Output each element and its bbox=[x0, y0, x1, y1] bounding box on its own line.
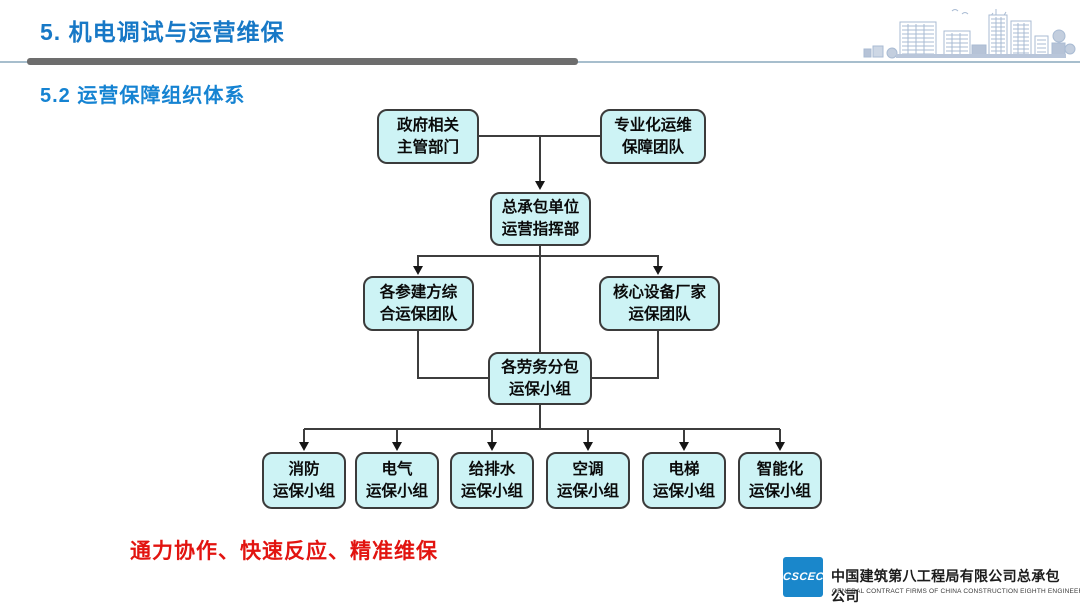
org-node-labor-subcontractors: 各劳务分包 运保小组 bbox=[488, 352, 592, 405]
org-node-team-plumbing: 给排水 运保小组 bbox=[450, 452, 534, 509]
org-node-label: 各劳务分包 bbox=[501, 358, 579, 376]
org-node-label: 主管部门 bbox=[396, 138, 459, 156]
connector-line bbox=[779, 429, 781, 443]
arrowhead-down bbox=[775, 442, 785, 451]
connector-line bbox=[587, 429, 589, 443]
connector-line bbox=[303, 429, 305, 443]
org-node-team-hvac: 空调 运保小组 bbox=[546, 452, 630, 509]
org-node-team-fire: 消防 运保小组 bbox=[262, 452, 346, 509]
org-node-label: 运保小组 bbox=[460, 482, 523, 500]
org-node-label: 运保小组 bbox=[365, 482, 428, 500]
connector-line bbox=[657, 330, 659, 379]
connector-line bbox=[417, 330, 419, 379]
org-node-label: 运保团队 bbox=[628, 305, 691, 323]
connector-line bbox=[417, 377, 488, 379]
arrowhead-down bbox=[653, 266, 663, 275]
org-node-label: 政府相关 bbox=[396, 116, 459, 134]
connector-line bbox=[396, 429, 398, 443]
org-node-label: 核心设备厂家 bbox=[612, 283, 706, 301]
header-divider-bar bbox=[27, 58, 578, 65]
connector-line bbox=[592, 377, 659, 379]
arrowhead-down bbox=[679, 442, 689, 451]
org-node-label: 专业化运维 bbox=[614, 116, 692, 134]
connector-line bbox=[417, 255, 659, 257]
org-node-government: 政府相关 主管部门 bbox=[377, 109, 479, 164]
org-node-label: 运保小组 bbox=[556, 482, 619, 500]
connector-line bbox=[539, 246, 541, 256]
cscec-logo-text: CSCEC bbox=[781, 571, 825, 583]
org-node-label: 智能化 bbox=[756, 460, 804, 478]
arrowhead-down bbox=[392, 442, 402, 451]
connector-line bbox=[539, 136, 541, 182]
connector-line bbox=[304, 428, 780, 430]
connector-line bbox=[491, 429, 493, 443]
cscec-logo: CSCEC bbox=[781, 557, 825, 597]
org-node-label: 给排水 bbox=[468, 460, 516, 478]
company-name-english: GENERAL CONTRACT FIRMS OF CHINA CONSTRUC… bbox=[832, 588, 1080, 595]
arrowhead-down bbox=[583, 442, 593, 451]
company-name-chinese: 中国建筑第八工程局有限公司总承包公司 bbox=[831, 568, 1060, 604]
arrowhead-down bbox=[299, 442, 309, 451]
org-node-label: 总承包单位 bbox=[501, 199, 580, 216]
org-node-label: 运保小组 bbox=[272, 482, 335, 500]
org-node-team-electrical: 电气 运保小组 bbox=[355, 452, 439, 509]
section-title: 5.2 运营保障组织体系 bbox=[40, 85, 246, 107]
connector-line bbox=[683, 429, 685, 443]
org-node-label: 消防 bbox=[288, 460, 320, 478]
org-node-label: 电气 bbox=[381, 460, 413, 478]
org-node-label: 合运保团队 bbox=[379, 305, 458, 323]
city-skyline-illustration bbox=[863, 9, 1076, 59]
org-node-construction-parties: 各参建方综 合运保团队 bbox=[363, 276, 474, 331]
org-node-headquarters: 总承包单位 运营指挥部 bbox=[490, 192, 591, 246]
org-node-team-elevator: 电梯 运保小组 bbox=[642, 452, 726, 509]
arrowhead-down bbox=[535, 181, 545, 190]
connector-line bbox=[657, 256, 659, 267]
arrowhead-down bbox=[487, 442, 497, 451]
org-node-label: 运营指挥部 bbox=[501, 221, 580, 238]
slogan-text: 通力协作、快速反应、精准维保 bbox=[130, 540, 438, 563]
org-node-label: 运保小组 bbox=[748, 482, 811, 500]
connector-line bbox=[417, 256, 419, 267]
org-node-equipment-vendors: 核心设备厂家 运保团队 bbox=[599, 276, 720, 331]
org-node-label: 各参建方综 bbox=[379, 283, 458, 301]
page-title: 5. 机电调试与运营维保 bbox=[40, 19, 285, 45]
connector-line bbox=[539, 404, 541, 429]
org-node-label: 空调 bbox=[572, 460, 604, 478]
org-node-label: 运保小组 bbox=[508, 380, 571, 398]
org-node-label: 电梯 bbox=[668, 460, 700, 478]
org-node-professional-team: 专业化运维 保障团队 bbox=[600, 109, 706, 164]
arrowhead-down bbox=[413, 266, 423, 275]
org-node-team-intelligent: 智能化 运保小组 bbox=[738, 452, 822, 509]
org-node-label: 保障团队 bbox=[621, 138, 684, 156]
org-node-label: 运保小组 bbox=[652, 482, 715, 500]
connector-line bbox=[539, 256, 541, 352]
